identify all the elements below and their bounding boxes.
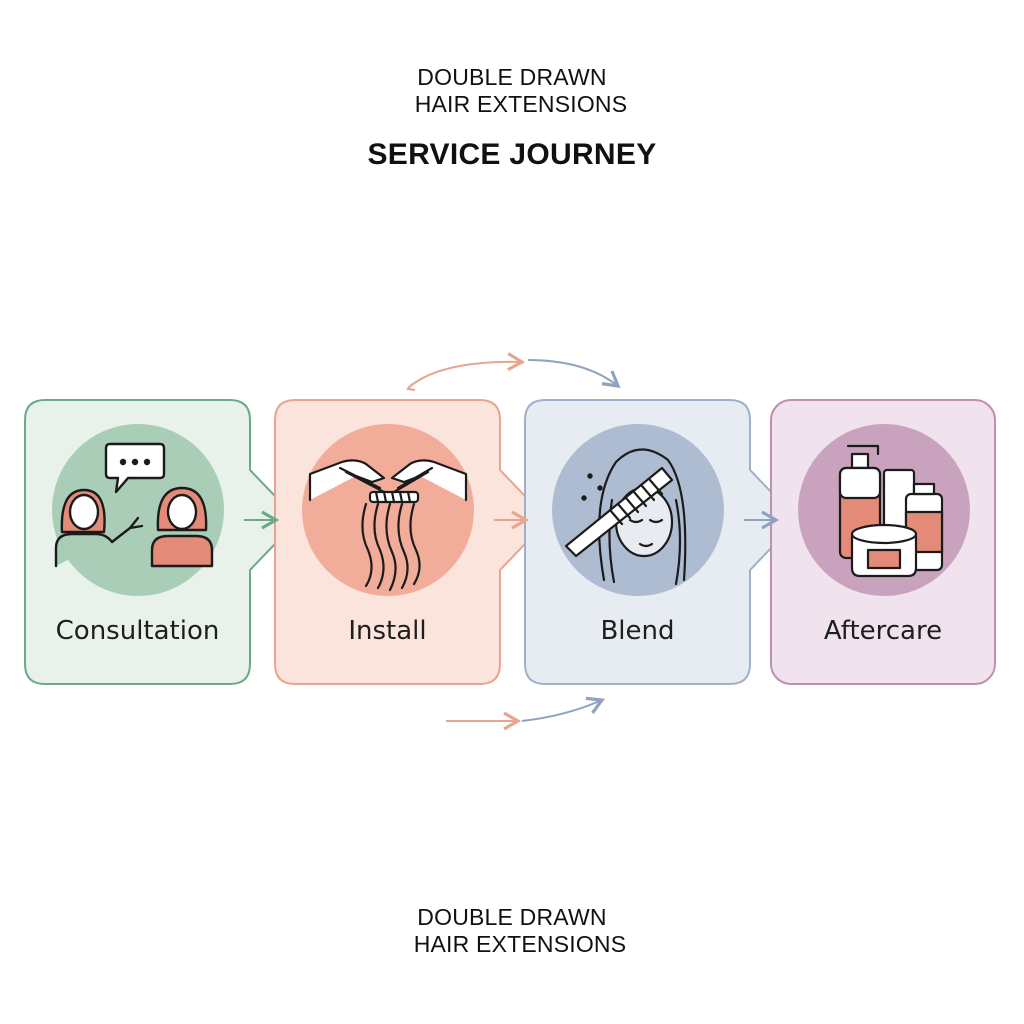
page-title: SERVICE JOURNEY	[367, 138, 657, 171]
bottom-flow-arrows	[446, 696, 605, 731]
install-icon	[308, 459, 468, 592]
stage-label-aftercare: Aftercare	[823, 616, 943, 646]
top-cycle-arrows	[406, 352, 621, 391]
stage-label-consultation: Consultation	[55, 616, 220, 646]
footer-brand-line-2: HAIR EXTENSIONS	[413, 931, 627, 957]
footer-brand-line-1: DOUBLE DRAWN	[417, 904, 607, 930]
brand-header: DOUBLE DRAWN HAIR EXTENSIONS	[0, 64, 1024, 118]
blend-icon	[564, 448, 687, 586]
brand-line-1: DOUBLE DRAWN	[417, 64, 607, 90]
stage-label-blend: Blend	[600, 616, 675, 646]
brand-line-2: HAIR EXTENSIONS	[414, 91, 628, 117]
stage-label-install: Install	[348, 616, 427, 646]
brand-footer: DOUBLE DRAWN HAIR EXTENSIONS	[0, 904, 1024, 958]
consultation-icon	[54, 442, 214, 568]
aftercare-icon	[838, 444, 944, 578]
